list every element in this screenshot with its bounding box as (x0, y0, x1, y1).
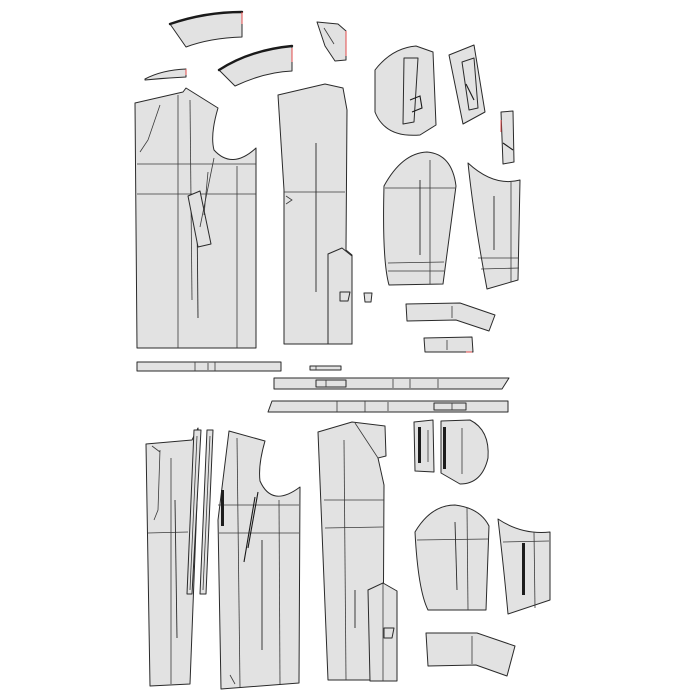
sleeve-bottom-under[interactable] (497, 518, 551, 615)
collar-top-left[interactable] (168, 10, 244, 48)
pocket-piece-c[interactable] (413, 419, 435, 473)
pocket-piece-a[interactable] (374, 45, 437, 136)
small-piece-top[interactable] (316, 21, 347, 62)
sleeve-top-under[interactable] (467, 162, 521, 290)
sleeve-bottom-upper[interactable] (414, 504, 490, 611)
front-bodice-bottom[interactable] (217, 430, 301, 690)
back-bodice-top[interactable] (277, 83, 373, 345)
waistband-strip-1[interactable] (136, 361, 282, 372)
cuff-piece-c[interactable] (425, 632, 516, 677)
collar-small-left[interactable] (144, 68, 187, 81)
waistband-strip-2[interactable] (309, 365, 342, 371)
cuff-piece-b[interactable] (423, 336, 474, 353)
pocket-piece-b[interactable] (448, 44, 486, 125)
facing-strip-2[interactable] (199, 429, 214, 595)
facing-strip-1[interactable] (186, 429, 202, 595)
waistband-strip-4[interactable] (267, 400, 509, 413)
collar-top-middle[interactable] (217, 44, 294, 87)
pocket-piece-d[interactable] (440, 419, 489, 485)
sleeve-top-upper[interactable] (383, 151, 457, 286)
waistband-strip-3[interactable] (273, 377, 510, 390)
cuff-piece-a[interactable] (405, 302, 496, 332)
back-bodice-bottom[interactable] (317, 421, 398, 682)
narrow-strip-top[interactable] (500, 110, 515, 165)
front-bodice-top[interactable] (134, 87, 257, 349)
